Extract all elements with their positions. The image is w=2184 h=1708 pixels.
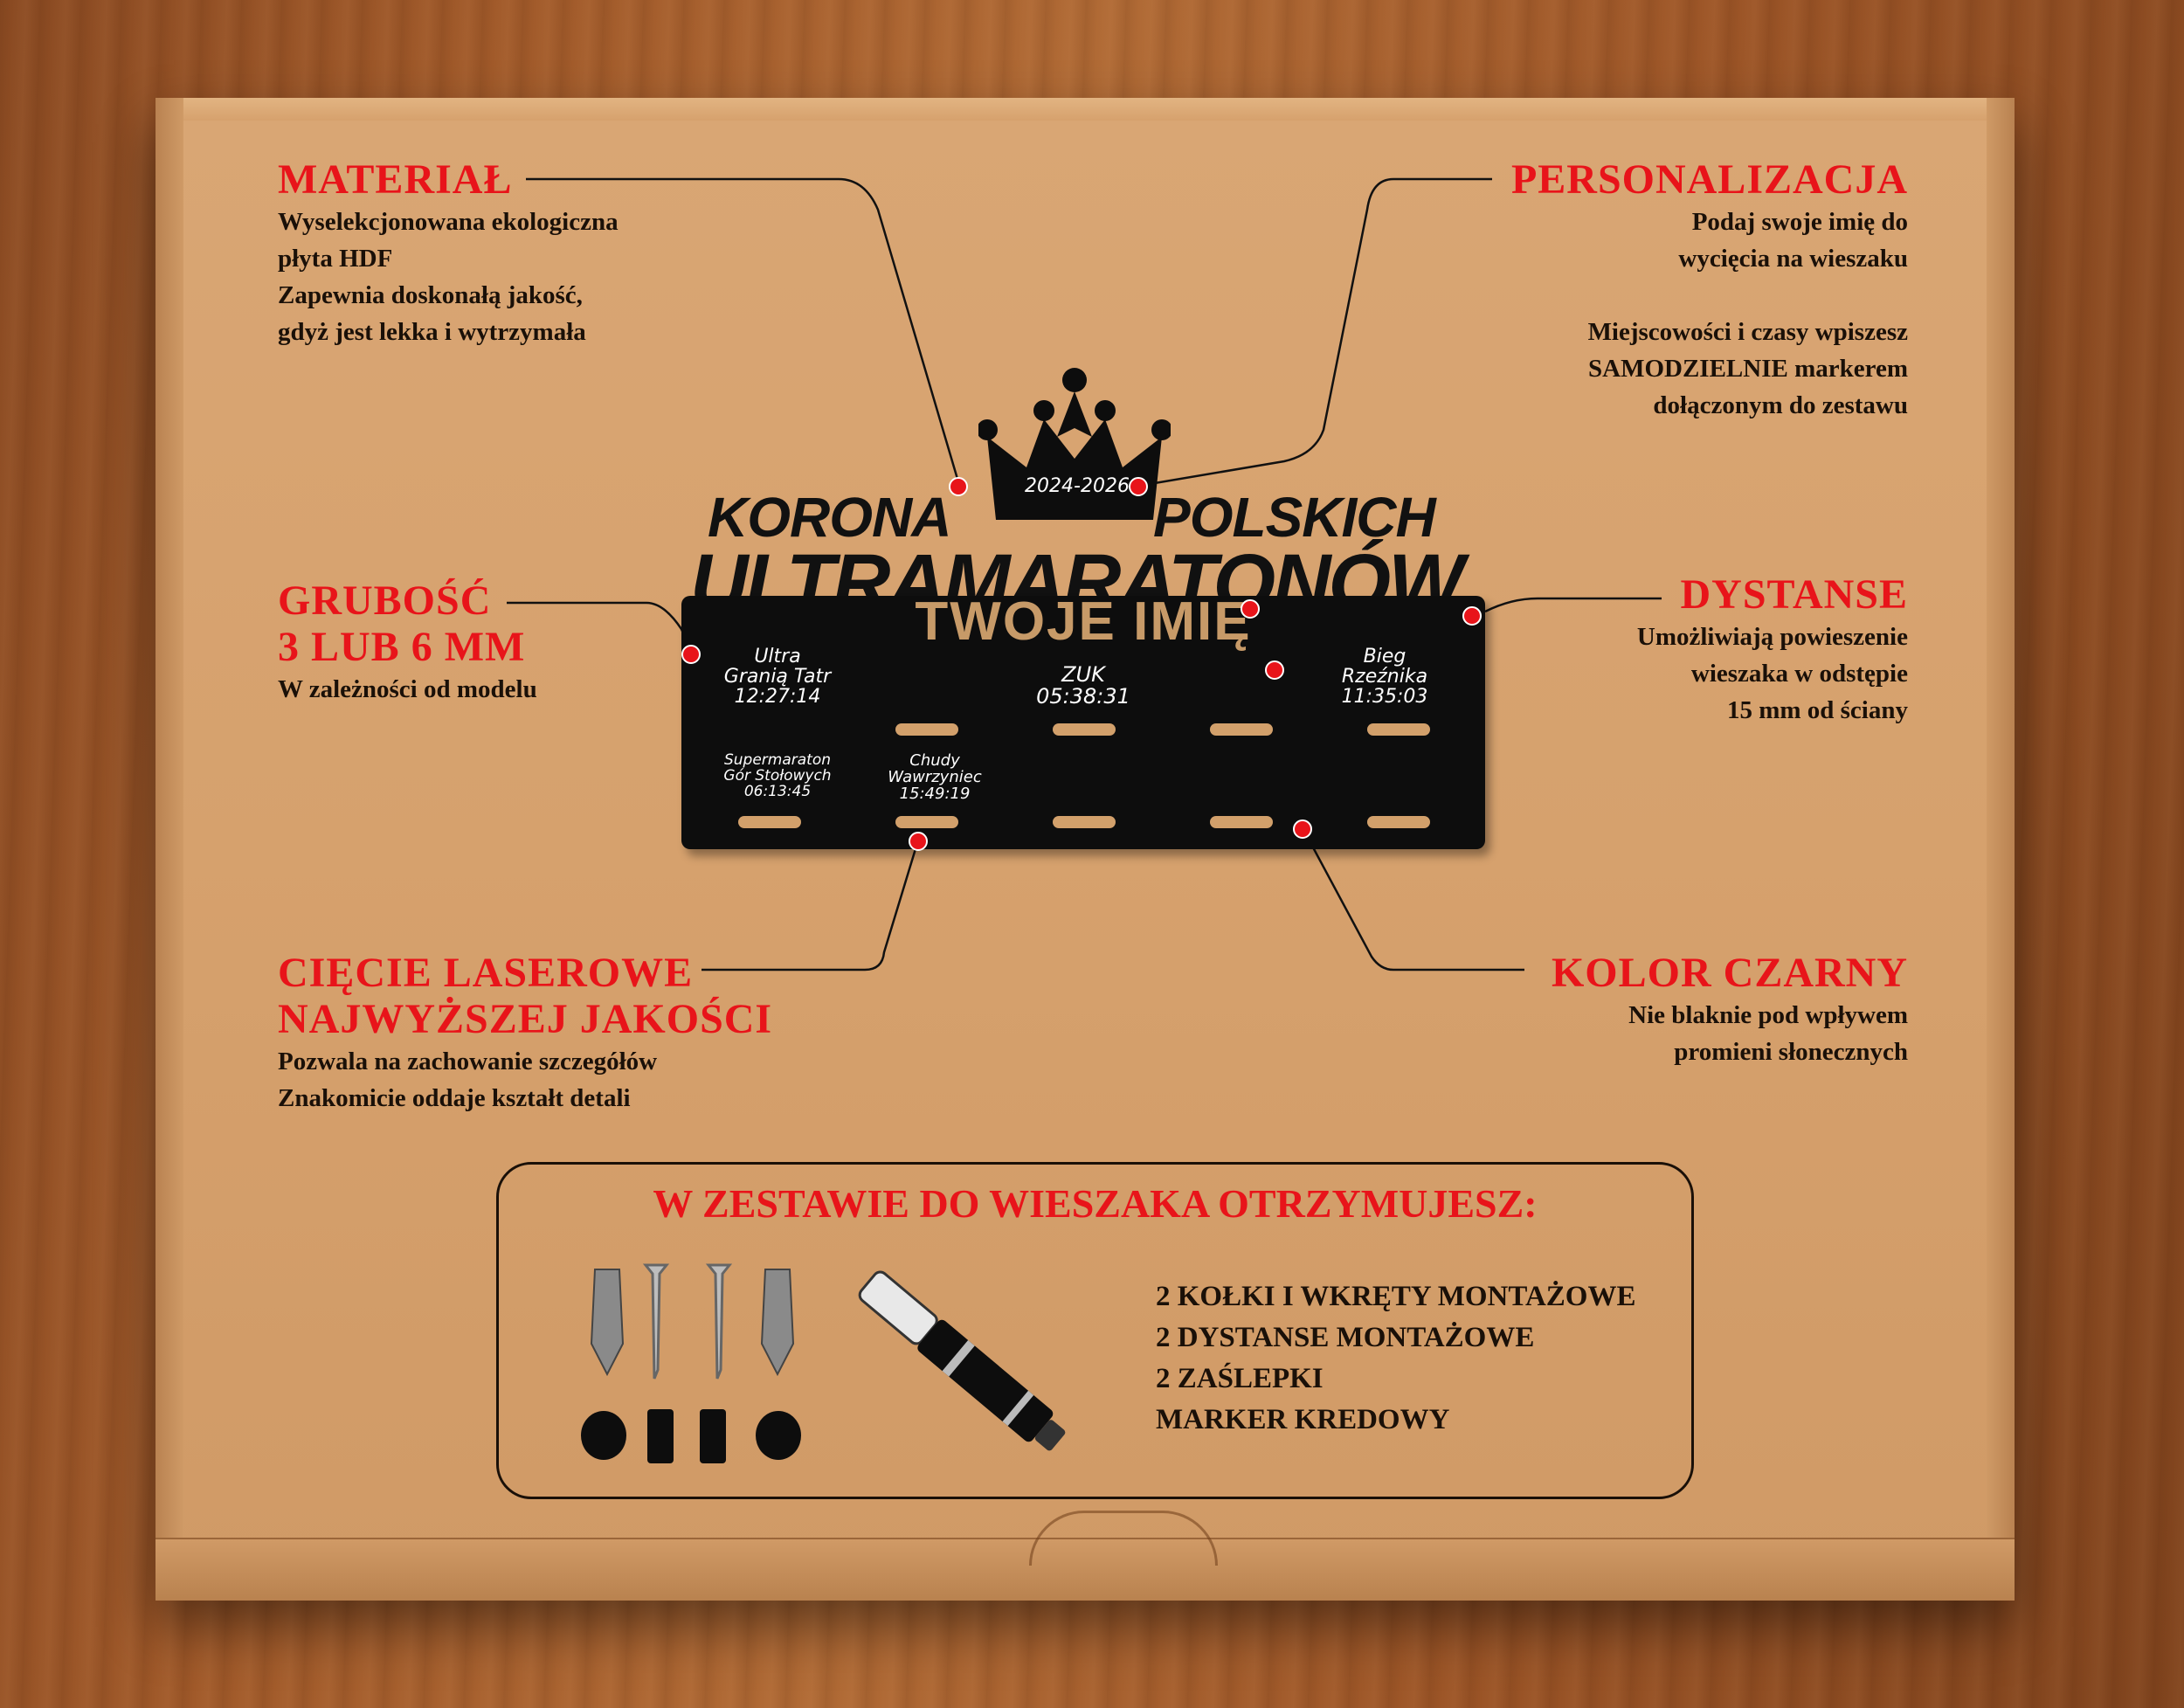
event-5: Chudy Wawrzyniec 15:49:19 <box>865 751 1005 803</box>
wall-plugs-screws-icon <box>581 1263 801 1463</box>
material-line1: Wyselekcjonowana ekologiczna <box>278 207 619 236</box>
personalizacja-title: PERSONALIZACJA <box>1510 156 1908 203</box>
medal-hanger: 2024-2026 KORONA POLSKICH ULTRAMARATONÓW… <box>681 367 1485 851</box>
hook-slot <box>1210 816 1273 828</box>
hook-slot <box>1210 723 1273 736</box>
kolor-line2: promieni słonecznych <box>1674 1037 1908 1066</box>
hook-slot <box>895 723 958 736</box>
ciecie-line1: Pozwala na zachowanie szczegółów <box>278 1047 658 1075</box>
material-line2: płyta HDF <box>278 244 393 273</box>
cardboard-box <box>156 98 2015 1601</box>
kolor-line1: Nie blaknie pod wpływem <box>1628 1000 1908 1029</box>
ciecie-title1: CIĘCIE LASEROWE <box>278 950 694 996</box>
hanger-word-polskich: POLSKICH <box>1153 486 1436 549</box>
event-3: Bieg Rzeźnika 11:35:03 <box>1315 647 1455 707</box>
personalizacja-line4: SAMODZIELNIE markerem <box>1588 354 1908 383</box>
hook-slot <box>738 816 801 828</box>
kit-item: 2 DYSTANSE MONTAŻOWE <box>1156 1322 1535 1353</box>
hook-slot <box>1053 816 1116 828</box>
kolor-title: KOLOR CZARNY <box>1551 950 1908 996</box>
hanger-word-korona: KORONA <box>708 486 951 549</box>
ciecie-title2: NAJWYŻSZEJ JAKOŚCI <box>278 995 773 1042</box>
callout-dystanse: DYSTANSE Umożliwiają powieszenie wieszak… <box>1419 571 1908 729</box>
box-right-edge <box>1987 98 2015 1601</box>
dystanse-title: DYSTANSE <box>1680 571 1908 618</box>
event-1: Ultra Granią Tatr 12:27:14 <box>708 647 847 707</box>
chalk-marker-icon <box>858 1270 1066 1451</box>
callout-material: MATERIAŁ Wyselekcjonowana ekologiczna pł… <box>278 156 619 350</box>
event-4-line1: Supermaraton <box>723 751 832 769</box>
callout-kolor: KOLOR CZARNY Nie blaknie pod wpływem pro… <box>1419 950 1908 1070</box>
marker-dot <box>1462 606 1482 626</box>
grubosc-line1: W zależności od modelu <box>278 674 537 703</box>
marker-dot <box>1241 599 1260 619</box>
marker-dot <box>1265 660 1284 680</box>
event-1-line2: Granią Tatr <box>723 666 832 688</box>
marker-dot <box>909 832 928 851</box>
callout-ciecie: CIĘCIE LASEROWE NAJWYŻSZEJ JAKOŚCI Pozwa… <box>278 950 773 1117</box>
personalizacja-line3: Miejscowości i czasy wpiszesz <box>1587 317 1908 346</box>
event-4-line2: Gór Stołowych <box>723 766 832 785</box>
grubosc-title2: 3 LUB 6 MM <box>278 623 526 670</box>
kit-list: 2 KOŁKI I WKRĘTY MONTAŻOWE 2 DYSTANSE MO… <box>1156 1276 1635 1441</box>
dystanse-line1: Umożliwiają powieszenie <box>1636 622 1908 651</box>
callout-grubosc: GRUBOŚĆ 3 LUB 6 MM W zależności od model… <box>278 577 537 708</box>
hanger-plate: TWOJE IMIĘ Ultra Granią Tatr 12:27:14 ZU… <box>681 591 1485 849</box>
kit-panel: W ZESTAWIE DO WIESZAKA OTRZYMUJESZ: 2 KO… <box>496 1162 1694 1499</box>
hanger-name: TWOJE IMIĘ <box>915 591 1252 652</box>
kit-item: MARKER KREDOWY <box>1156 1404 1450 1435</box>
event-1-line1: Ultra <box>754 646 801 667</box>
event-5-line1: Chudy <box>909 751 960 770</box>
dystanse-line2: wieszaka w odstępie <box>1690 659 1908 688</box>
event-5-line2: Wawrzyniec <box>888 767 982 786</box>
hook-slot <box>895 816 958 828</box>
material-title: MATERIAŁ <box>278 156 513 203</box>
event-4-line3: 06:13:45 <box>743 782 812 800</box>
event-3-line1: Bieg <box>1363 646 1406 667</box>
kit-item: 2 ZAŚLEPKI <box>1156 1363 1324 1394</box>
hook-slot <box>1053 723 1116 736</box>
dystanse-line3: 15 mm od ściany <box>1726 695 1908 724</box>
event-3-line3: 11:35:03 <box>1341 686 1428 709</box>
hook-slot <box>1367 723 1430 736</box>
marker-dot <box>949 477 968 496</box>
marker-dot <box>1129 477 1148 496</box>
personalizacja-line5: dołączonym do zestawu <box>1653 391 1908 419</box>
hook-slot <box>1367 816 1430 828</box>
event-3-line2: Rzeźnika <box>1341 666 1428 688</box>
personalizacja-line1: Podaj swoje imię do <box>1691 207 1908 236</box>
material-line4: gdyż jest lekka i wytrzymała <box>278 317 586 346</box>
event-1-line3: 12:27:14 <box>734 686 821 709</box>
kit-item: 2 KOŁKI I WKRĘTY MONTAŻOWE <box>1156 1281 1636 1312</box>
event-2-line1: ZUK <box>1061 662 1105 687</box>
event-5-line3: 15:49:19 <box>899 784 971 803</box>
event-4: Supermaraton Gór Stołowych 06:13:45 <box>708 751 847 800</box>
box-left-edge <box>156 98 183 1601</box>
marker-dot <box>681 645 701 664</box>
event-2-line2: 05:38:31 <box>1036 684 1130 709</box>
hanger-year: 2024-2026 <box>1025 475 1130 497</box>
kit-title: W ZESTAWIE DO WIESZAKA OTRZYMUJESZ: <box>653 1181 1538 1226</box>
event-2: ZUK 05:38:31 <box>1013 662 1153 709</box>
callout-personalizacja: PERSONALIZACJA Podaj swoje imię do wycię… <box>1384 156 1908 424</box>
crown-icon <box>978 368 1171 520</box>
personalizacja-line2: wycięcia na wieszaku <box>1678 244 1908 273</box>
grubosc-title1: GRUBOŚĆ <box>278 577 492 624</box>
box-top-edge <box>156 98 2015 121</box>
ciecie-line2: Znakomicie oddaje kształt detali <box>278 1083 631 1112</box>
material-line3: Zapewnia doskonałą jakość, <box>278 280 583 309</box>
marker-dot <box>1293 819 1312 839</box>
